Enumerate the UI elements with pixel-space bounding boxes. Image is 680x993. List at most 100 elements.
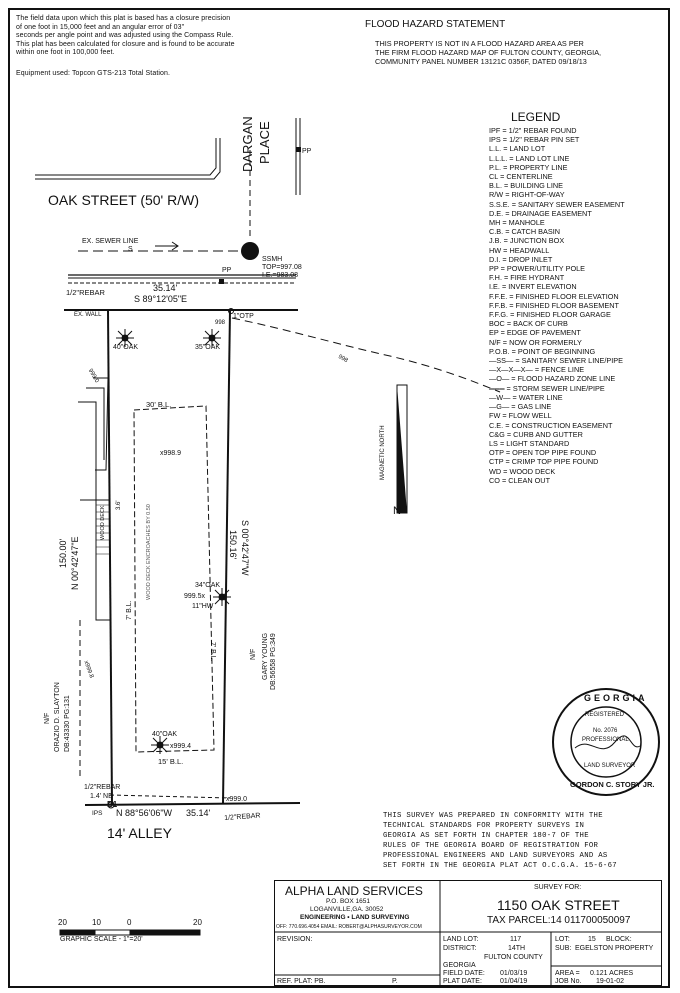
legend-item: CTP = CRIMP TOP PIPE FOUND bbox=[489, 457, 599, 467]
subdivision-value: EGELSTON PROPERTY bbox=[575, 945, 654, 952]
legend-item: ═══ = STORM SEWER LINE/PIPE bbox=[489, 383, 605, 393]
tree-label: 34"OAK bbox=[195, 582, 221, 589]
owner-west: ORAZIO D. SLAYTON bbox=[54, 682, 61, 752]
legend-item: —SS— = SANITARY SEWER LINE/PIPE bbox=[489, 356, 624, 366]
county-value: FULTON COUNTY bbox=[484, 954, 543, 961]
east-distance: 150.16' bbox=[228, 530, 238, 560]
closure-notes: The field data upon which this plat is b… bbox=[16, 15, 235, 58]
scale-tick: 20 bbox=[193, 918, 202, 927]
legend-item: —G— = GAS LINE bbox=[489, 402, 552, 412]
legend-item: F.F.G. = FINISHED FLOOR GARAGE bbox=[489, 310, 611, 320]
curb-line-west-2 bbox=[35, 138, 221, 180]
tree-icon bbox=[116, 329, 134, 347]
seal-number: No. 2076 bbox=[593, 728, 618, 734]
scale-label: GRAPHIC SCALE - 1"=20' bbox=[60, 936, 143, 943]
closure-line: of one foot in 15,000 feet and an angula… bbox=[16, 23, 185, 31]
legend-item: FW = FLOW WELL bbox=[489, 411, 552, 421]
neighbor-structure-3 bbox=[78, 401, 97, 501]
legend-item: C&G = CURB AND GUTTER bbox=[489, 429, 583, 439]
ex-wall-label: EX. WALL bbox=[74, 312, 102, 318]
statement-line: GEORGIA AS SET FORTH IN CHAPTER 180-7 OF… bbox=[383, 832, 589, 840]
ref-plat-label: REF. PLAT: PB. bbox=[277, 978, 326, 985]
legend-item: N/F = NOW OR FORMERLY bbox=[489, 337, 582, 347]
company-services: ENGINEERING • LAND SURVEYING bbox=[300, 914, 410, 921]
legend-item: PP = POWER/UTILITY POLE bbox=[489, 264, 586, 274]
plat-date-label: PLAT DATE: bbox=[443, 978, 482, 985]
seal-name: GORDON C. STORY JR. bbox=[570, 780, 655, 789]
conformity-statement: THIS SURVEY WAS PREPARED IN CONFORMITY W… bbox=[383, 811, 617, 871]
scale-tick: 20 bbox=[58, 918, 67, 927]
district-value: 14TH bbox=[508, 945, 526, 952]
closure-line: seconds per angle point and was adjusted… bbox=[16, 32, 234, 39]
title-block bbox=[274, 880, 662, 986]
south-bearing: N 88°56'06"W bbox=[116, 808, 173, 818]
legend-item: D.I. = DROP INLET bbox=[489, 254, 553, 264]
north-arrow-half-icon bbox=[397, 385, 407, 513]
company-contact: OFF: 770.696.4054 EMAIL: ROBERT@ALPHASUR… bbox=[276, 924, 422, 930]
legend-item: CO = CLEAN OUT bbox=[489, 475, 551, 485]
title-block-lines bbox=[274, 880, 662, 986]
deck-dimension: 3.6' bbox=[116, 500, 122, 511]
legend-item: —W— = WATER LINE bbox=[489, 392, 563, 402]
legend-item: CL = CENTERLINE bbox=[489, 172, 553, 182]
seal-state: GEORGIA bbox=[584, 693, 648, 703]
closure-line: The field data upon which this plat is b… bbox=[16, 15, 231, 22]
sewer-label: EX. SEWER LINE bbox=[82, 238, 139, 245]
legend-item: I.E. = INVERT ELEVATION bbox=[489, 282, 577, 292]
legend-item: P.L. = PROPERTY LINE bbox=[489, 162, 568, 172]
wood-deck-label: WOOD DECK bbox=[100, 505, 106, 540]
statement-line: PROFESSIONAL ENGINEERS AND LAND SURVEYOR… bbox=[383, 852, 608, 860]
tree-icon bbox=[213, 588, 231, 606]
legend-item: L.L. = LAND LOT bbox=[489, 144, 546, 154]
legend-item: MH = MANHOLE bbox=[489, 218, 545, 228]
north-letter: N bbox=[393, 505, 401, 517]
magnetic-north-label: MAGNETIC NORTH bbox=[380, 425, 386, 480]
building-line-label: 15' B.L. bbox=[158, 757, 184, 766]
nf-west: N/F bbox=[44, 712, 51, 724]
flood-line: COMMUNITY PANEL NUMBER 13121C 0356F, DAT… bbox=[375, 57, 587, 66]
legend-item: D.E. = DRAINAGE EASEMENT bbox=[489, 208, 592, 218]
spot-elevation: x998.9 bbox=[160, 450, 182, 457]
field-date-label: FIELD DATE: bbox=[443, 970, 485, 977]
legend-item: C.B. = CATCH BASIN bbox=[489, 227, 561, 237]
west-distance: 150.00' bbox=[58, 538, 68, 568]
legend-item: B.L. = BUILDING LINE bbox=[489, 181, 564, 191]
pp-label-2: PP bbox=[222, 267, 232, 274]
wood-deck bbox=[95, 499, 111, 621]
flood-line: THIS PROPERTY IS NOT IN A FLOOD HAZARD A… bbox=[375, 39, 584, 48]
ssmh: SSMH bbox=[262, 256, 283, 263]
statement-line: RULES OF THE GEORGIA BOARD OF REGISTRATI… bbox=[383, 842, 599, 850]
legend-item: EP = EDGE OF PAVEMENT bbox=[489, 328, 581, 338]
land-lot-label: LAND LOT: bbox=[443, 936, 479, 943]
side-street-name: DARGAN bbox=[240, 116, 255, 172]
property-line-east bbox=[222, 309, 231, 804]
block-label: BLOCK: bbox=[606, 936, 632, 943]
deed-west: DB:43330 PG:131 bbox=[64, 695, 71, 752]
sewer-s: S bbox=[128, 246, 133, 253]
power-pole-icon bbox=[296, 147, 301, 152]
legend-item: C.E. = CONSTRUCTION EASEMENT bbox=[489, 420, 613, 430]
area-label: AREA = bbox=[555, 970, 580, 977]
building-setback bbox=[133, 405, 215, 753]
legend-item: OTP = OPEN TOP PIPE FOUND bbox=[489, 448, 597, 458]
point-b1: B1 bbox=[107, 800, 118, 809]
drawing-frame bbox=[8, 8, 670, 988]
seal-land-surveyor: LAND SURVEYOR bbox=[584, 763, 636, 769]
deed-east: DB:56558 PG:349 bbox=[270, 633, 277, 690]
building-line-label: 7' B.L. bbox=[126, 600, 133, 620]
area-value: 0.121 ACRES bbox=[590, 970, 634, 977]
tree-icon bbox=[151, 736, 169, 754]
west-bearing: N 00°42'47"E bbox=[70, 536, 80, 590]
legend-item: F.F.B. = FINISHED FLOOR BASEMENT bbox=[489, 300, 619, 310]
spot-elevation: 999.5x bbox=[184, 593, 206, 600]
legend-item: —O— = FLOOD HAZARD ZONE LINE bbox=[489, 374, 616, 384]
neighbor-structure bbox=[93, 377, 109, 471]
iron-pin-icon bbox=[107, 801, 115, 809]
manhole-icon bbox=[241, 242, 259, 260]
north-bearing: S 89°12'05"E bbox=[134, 294, 188, 304]
otp-label: 1"OTP bbox=[233, 313, 254, 320]
field-date-value: 01/03/19 bbox=[500, 970, 528, 977]
company-name: ALPHA LAND SERVICES bbox=[285, 884, 423, 898]
seal-professional: PROFESSIONAL bbox=[582, 737, 629, 743]
